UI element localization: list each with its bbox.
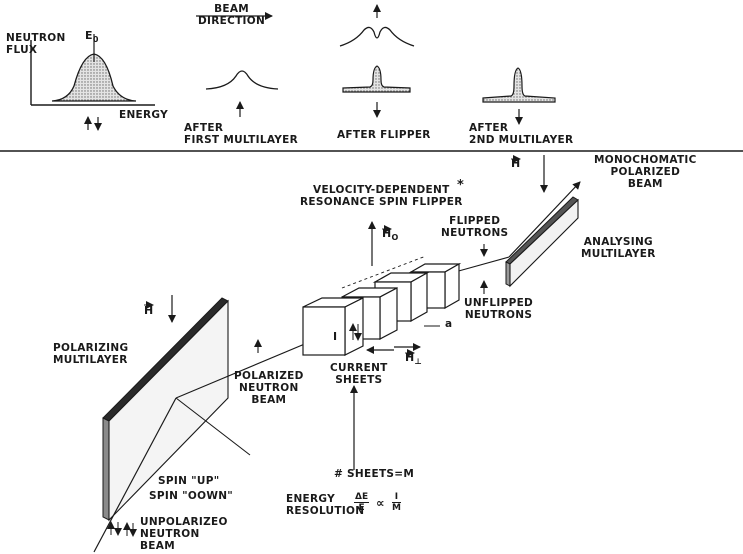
h-perp-label: H⊥: [405, 351, 423, 367]
polarized-neutron-beam-label: POLARIZED NEUTRON BEAM: [234, 370, 304, 406]
delta-e-over-e-fraction: ΔE E: [354, 492, 370, 513]
final-spectrum-shape: [482, 67, 556, 103]
flipped-spectrum-curve: [339, 26, 415, 47]
monochromatic-beam-label: MONOCHOMATIC POLARIZED BEAM: [594, 154, 697, 190]
spin-down-label: SPIN "OOWN": [149, 490, 234, 502]
analysing-multilayer-label: ANALYSING MULTILAYER: [581, 236, 656, 260]
flipped-neutrons-label: FLIPPED NEUTRONS: [441, 215, 509, 239]
after-first-multilayer-curve: [205, 70, 279, 90]
reflected-beam-line: [175, 397, 251, 456]
unflipped-neutrons-label: UNFLIPPED NEUTRONS: [464, 297, 534, 321]
unpolarized-beam-label: UNPOLARIZEO NEUTRON BEAM: [140, 516, 228, 552]
current-sheets-label: CURRENT SHEETS: [330, 362, 388, 386]
after-second-multilayer-label: AFTER 2ND MULTILAYER: [469, 122, 574, 146]
energy-resolution-label: ENERGY RESOLUTION: [286, 493, 365, 517]
spin-flipper-sheets: [302, 255, 462, 356]
one-over-m-fraction: I M: [392, 492, 401, 513]
neutron-flux-label: NEUTRON FLUX: [6, 32, 66, 56]
number-of-sheets-label: # SHEETS=M: [334, 468, 415, 480]
monochromatic-beam-arrow: [508, 181, 581, 258]
footnote-asterisk: *: [457, 178, 465, 193]
flipped-beam-line: [454, 256, 510, 273]
after-first-multilayer-label: AFTER FIRST MULTILAYER: [184, 122, 299, 146]
polarizing-multilayer-plate: [102, 297, 229, 522]
beam-direction-label: BEAM DIRECTION: [198, 3, 266, 27]
after-second-multilayer-plot: [482, 67, 556, 125]
after-flipper-plots: [339, 4, 415, 118]
current-sheet-1: [302, 297, 364, 356]
energy-spectrum-plot: [30, 34, 155, 131]
h-field-label: H: [511, 157, 521, 170]
energy-axis-label: ENERGY: [119, 109, 169, 121]
analysing-multilayer-plate: [505, 196, 579, 288]
spacing-a-label: a: [445, 318, 453, 330]
beam-through-sheets: [341, 255, 427, 289]
current-i-label: I: [333, 330, 338, 343]
h-left-label: H: [144, 304, 154, 317]
h0-label: HO: [382, 227, 399, 243]
e0-label: E0: [85, 29, 99, 45]
velocity-flipper-label: VELOCITY-DEPENDENT RESONANCE SPIN FLIPPE…: [300, 184, 463, 208]
unflipped-spectrum-shape: [342, 65, 411, 93]
proportional-symbol: ∝: [376, 496, 385, 510]
after-flipper-label: AFTER FLIPPER: [337, 129, 431, 141]
polarizing-multilayer-label: POLARIZING MULTILAYER: [53, 342, 129, 366]
spin-up-label: SPIN "UP": [158, 475, 220, 487]
